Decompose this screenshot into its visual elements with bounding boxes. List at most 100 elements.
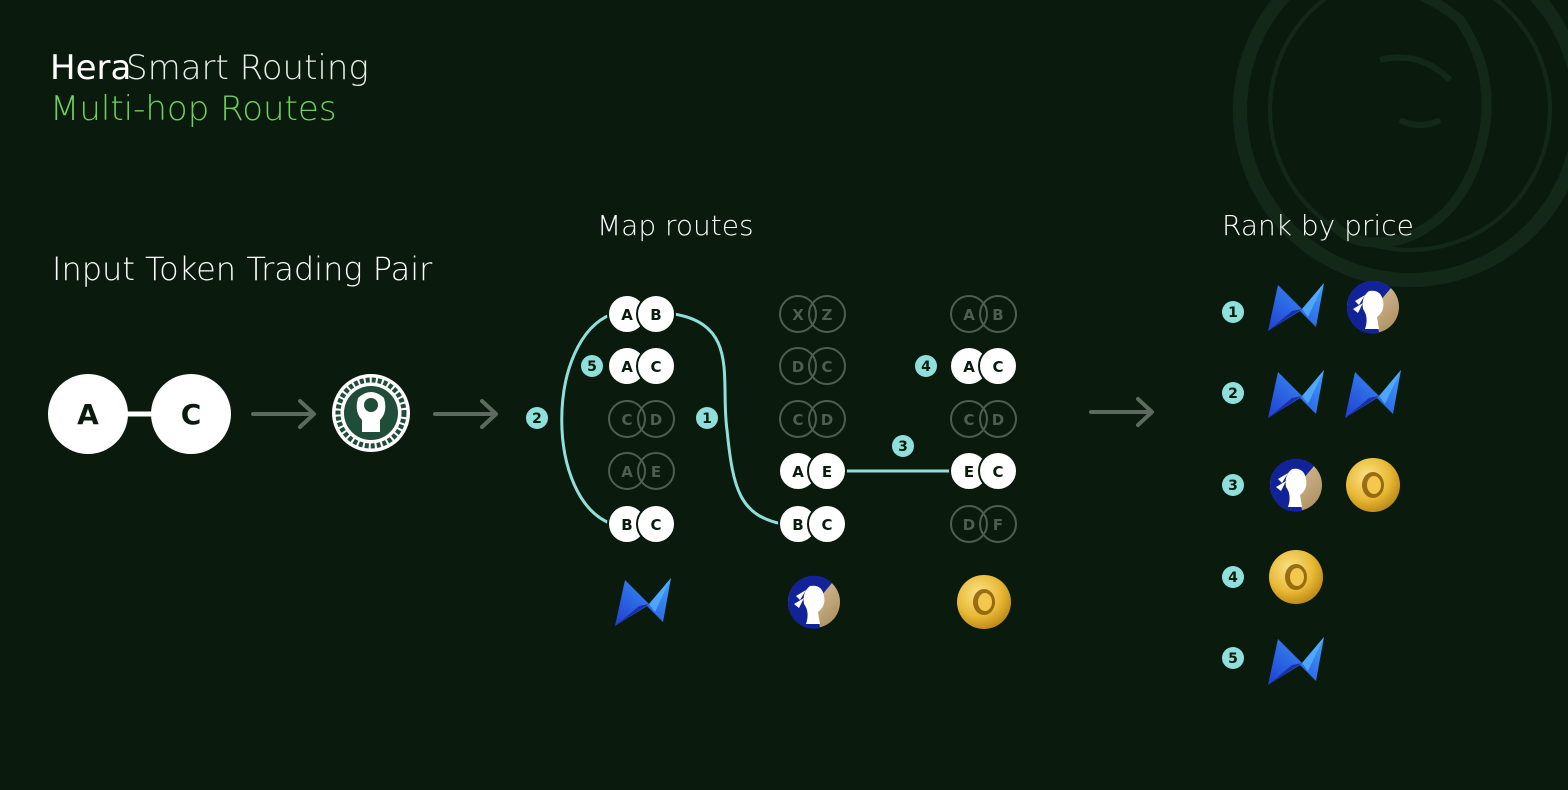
route-lines bbox=[560, 312, 954, 526]
route-badge: 1 bbox=[696, 407, 718, 429]
blue-wing-dex-icon bbox=[1268, 370, 1324, 418]
goddess-dex-icon bbox=[787, 575, 840, 629]
token-circle bbox=[807, 504, 847, 544]
route-badge: 4 bbox=[1222, 566, 1244, 588]
page-subtitle: Multi-hop Routes bbox=[50, 89, 337, 129]
rank-row: 4 bbox=[1222, 550, 1323, 604]
route-badge: 5 bbox=[581, 355, 603, 377]
token-letter: A bbox=[963, 306, 975, 324]
route-line-2 bbox=[560, 312, 613, 526]
token-c-label: C bbox=[181, 398, 202, 431]
token-circle bbox=[979, 295, 1017, 333]
token-letter: Z bbox=[822, 306, 833, 324]
token-a-label: A bbox=[77, 398, 99, 431]
token-circle bbox=[608, 400, 646, 438]
goddess-watermark-icon bbox=[1233, 0, 1568, 287]
token-letter: B bbox=[792, 516, 803, 534]
blue-wing-dex-icon bbox=[1345, 370, 1401, 418]
token-circle bbox=[808, 347, 846, 385]
token-letter: C bbox=[963, 411, 974, 429]
token-letter: D bbox=[792, 358, 804, 376]
token-letter: B bbox=[992, 306, 1003, 324]
route-badge-number: 3 bbox=[898, 439, 908, 455]
token-letter: A bbox=[621, 306, 633, 324]
route-badge-number: 4 bbox=[1228, 570, 1238, 586]
gold-coin-dex-icon bbox=[957, 575, 1011, 629]
rank-list: 1 2 3 4 5 bbox=[1222, 280, 1401, 685]
rank-row: 1 bbox=[1222, 280, 1399, 334]
token-c-circle bbox=[151, 374, 231, 454]
token-letter: D bbox=[992, 411, 1004, 429]
route-badge-number: 4 bbox=[921, 359, 931, 375]
page-title: Smart Routing bbox=[126, 48, 369, 88]
route-badge-number: 2 bbox=[1228, 386, 1238, 402]
token-circle bbox=[808, 295, 846, 333]
brand-title: Hera bbox=[50, 48, 132, 88]
rank-row: 5 bbox=[1222, 637, 1324, 685]
token-circle bbox=[978, 451, 1018, 491]
token-a-circle bbox=[48, 374, 128, 454]
route-badge-number: 5 bbox=[587, 359, 597, 375]
route-badge: 4 bbox=[915, 355, 937, 377]
token-letter: E bbox=[651, 463, 661, 481]
arrow-right-icon bbox=[433, 399, 498, 429]
gold-coin-dex-icon bbox=[1269, 550, 1323, 604]
token-letter: C bbox=[992, 463, 1003, 481]
arrow-right-icon bbox=[251, 399, 316, 429]
token-letter: A bbox=[792, 463, 804, 481]
route-badge-number: 2 bbox=[532, 411, 542, 427]
token-circle bbox=[978, 346, 1018, 386]
token-circle bbox=[950, 400, 988, 438]
goddess-dex-icon bbox=[1346, 280, 1399, 334]
token-letter: C bbox=[650, 358, 661, 376]
route-badge-number: 1 bbox=[702, 411, 712, 427]
token-circle bbox=[808, 400, 846, 438]
token-circle bbox=[979, 400, 1017, 438]
token-letter: C bbox=[992, 358, 1003, 376]
route-badge-number: 5 bbox=[1228, 651, 1238, 667]
input-section-label: Input Token Trading Pair bbox=[52, 250, 433, 288]
token-letter: C bbox=[821, 358, 832, 376]
token-letter: B bbox=[621, 516, 632, 534]
token-letter: C bbox=[792, 411, 803, 429]
route-badge: 2 bbox=[1222, 382, 1244, 404]
blue-wing-dex-icon bbox=[1268, 283, 1324, 331]
token-circle bbox=[950, 295, 988, 333]
route-badge: 3 bbox=[892, 435, 914, 457]
token-letter: C bbox=[650, 516, 661, 534]
token-circle bbox=[779, 295, 817, 333]
token-letter: C bbox=[621, 411, 632, 429]
token-letter: D bbox=[821, 411, 833, 429]
token-circle bbox=[807, 451, 847, 491]
token-letter: B bbox=[650, 306, 661, 324]
blue-wing-dex-icon bbox=[1268, 637, 1324, 685]
token-circle bbox=[779, 400, 817, 438]
route-badge: 3 bbox=[1222, 474, 1244, 496]
rank-row: 2 bbox=[1222, 370, 1401, 418]
route-badge-number: 1 bbox=[1228, 305, 1238, 321]
token-letter: A bbox=[963, 358, 975, 376]
dex-icons bbox=[615, 575, 1011, 629]
rank-row: 3 bbox=[1222, 458, 1400, 512]
route-line-1 bbox=[673, 312, 783, 526]
token-letter: D bbox=[963, 516, 975, 534]
input-pair: A C bbox=[48, 374, 231, 454]
token-letter: C bbox=[821, 516, 832, 534]
token-circle bbox=[636, 346, 676, 386]
route-badge-number: 3 bbox=[1228, 478, 1238, 494]
token-letter: X bbox=[792, 306, 804, 324]
